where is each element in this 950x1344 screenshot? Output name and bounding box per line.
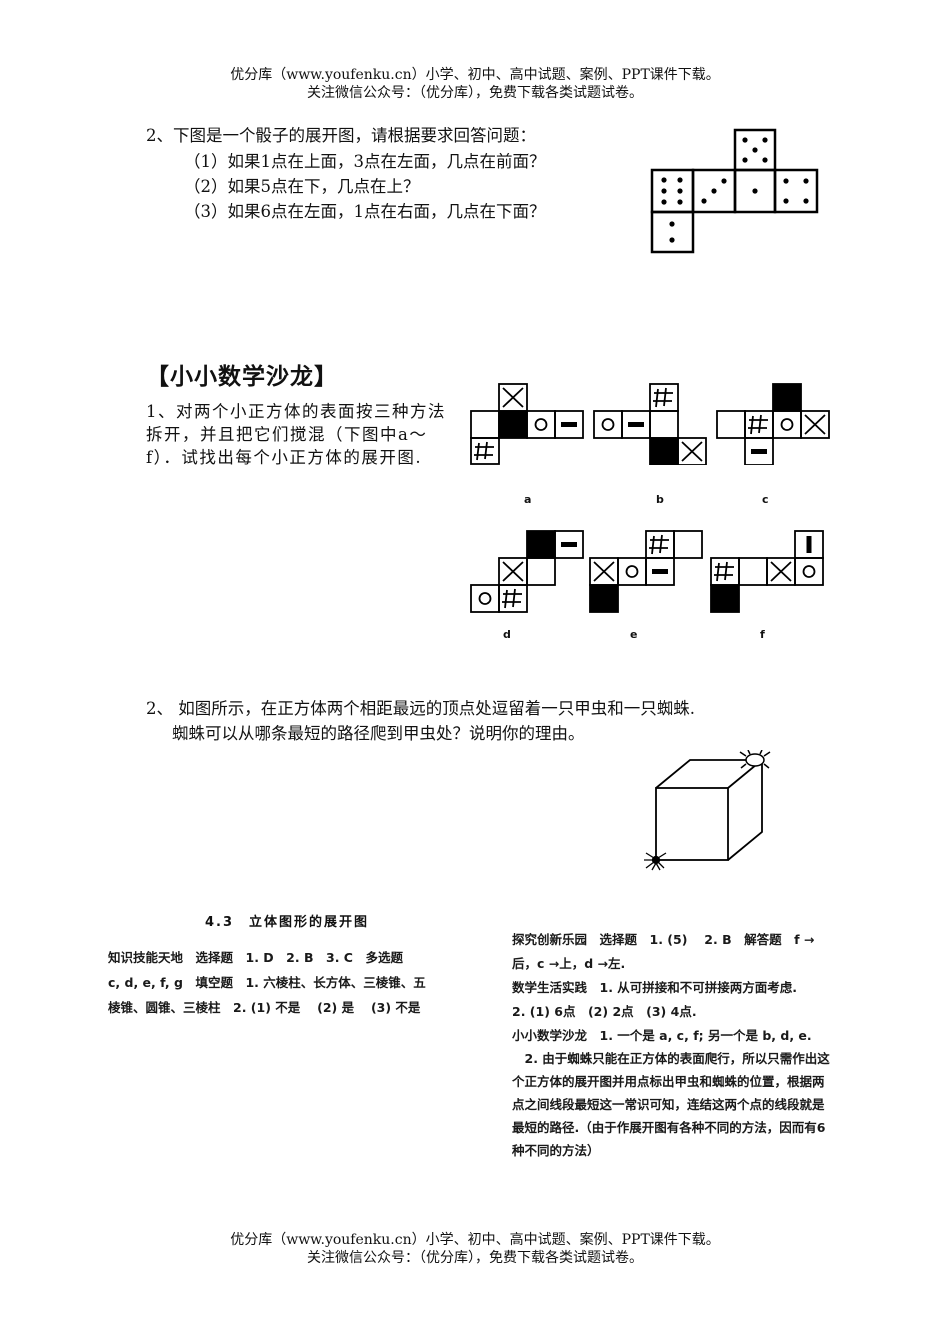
net-label-e: e <box>630 628 638 641</box>
net-label-f: f <box>760 628 765 641</box>
net-label-b: b <box>656 493 664 506</box>
answers-title: 4.3 立体图形的展开图 <box>205 915 370 930</box>
beetle-icon <box>739 750 771 769</box>
dice-question-sub1: （1）如果1点在上面，3点在左面，几点在前面？ <box>184 152 546 171</box>
salon-question-1: 1、对两个小正方体的表面按三种方法拆开，并且把它们搅混（下图中a～f）．试找出每… <box>146 402 446 467</box>
answers-left-line-2: c, d, e, f, g 填空题 1. 六棱柱、长方体、三棱锥、五 <box>108 975 426 990</box>
net-label-c: c <box>762 493 769 506</box>
footer-line-1: 优分库（www.youfenku.cn）小学、初中、高中试题、案例、PPT课件下… <box>230 1232 720 1248</box>
dice-net-figure <box>650 128 819 254</box>
spider-icon <box>644 852 667 871</box>
cube-net-f <box>710 530 824 613</box>
answers-right-line-6: 2. 由于蜘蛛只能在正方体的表面爬行，所以只需作出这 <box>512 1051 830 1066</box>
cube-spider-beetle-figure <box>644 750 771 871</box>
header-line-1: 优分库（www.youfenku.cn）小学、初中、高中试题、案例、PPT课件下… <box>230 67 720 83</box>
answers-right-line-1: 探究创新乐园 选择题 1. (5) 2. B 解答题 f → <box>512 932 815 947</box>
dice-question-sub2: （2）如果5点在下，几点在上？ <box>184 177 420 196</box>
answers-right-line-4: 2. (1) 6点 (2) 2点 (3) 4点. <box>512 1004 697 1019</box>
salon-title: 【小小数学沙龙】 <box>146 364 338 390</box>
answers-left-line-1: 知识技能天地 选择题 1. D 2. B 3. C 多选题 <box>108 950 403 965</box>
answers-left-line-3: 棱锥、圆锥、三棱柱 2. (1) 不是 (2) 是 (3) 不是 <box>108 1000 421 1015</box>
cube-net-c <box>716 383 830 465</box>
answers-right-line-5: 小小数学沙龙 1. 一个是 a, c, f; 另一个是 b, d, e. <box>512 1028 812 1043</box>
dice-question-stem: 2、下图是一个骰子的展开图，请根据要求回答问题： <box>146 126 536 145</box>
salon-question-2-line2: 蜘蛛可以从哪条最短的路径爬到甲虫处？说明你的理由。 <box>172 724 585 743</box>
salon-question-2-line1: 2、 如图所示，在正方体两个相距最远的顶点处逗留着一只甲虫和一只蜘蛛. <box>146 699 695 718</box>
answers-right-line-2: 后，c →上，d →左. <box>512 956 626 971</box>
cube-net-b <box>593 383 707 465</box>
net-label-a: a <box>524 493 532 506</box>
dice-question-sub3: （3）如果6点在左面，1点在右面，几点在下面？ <box>184 202 546 221</box>
footer-line-2: 关注微信公众号：（优分库），免费下载各类试题试卷。 <box>307 1250 643 1266</box>
answers-right-line-10: 种不同的方法） <box>512 1143 600 1158</box>
answers-right-line-9: 最短的路径.（由于作展开图有各种不同的方法，因而有6 <box>512 1120 826 1135</box>
answers-right-line-8: 点之间线段最短这一常识可知，连结这两个点的线段就是 <box>512 1097 825 1112</box>
cube-net-e <box>589 530 703 613</box>
answers-right-line-3: 数学生活实践 1. 从可拼接和不可拼接两方面考虑. <box>512 980 798 995</box>
answers-right-line-7: 个正方体的展开图并用点标出甲虫和蜘蛛的位置，根据两 <box>512 1074 825 1089</box>
cube-net-a <box>470 383 584 465</box>
cube-net-d <box>470 530 584 613</box>
net-label-d: d <box>503 628 511 641</box>
header-line-2: 关注微信公众号：（优分库），免费下载各类试题试卷。 <box>307 85 643 101</box>
